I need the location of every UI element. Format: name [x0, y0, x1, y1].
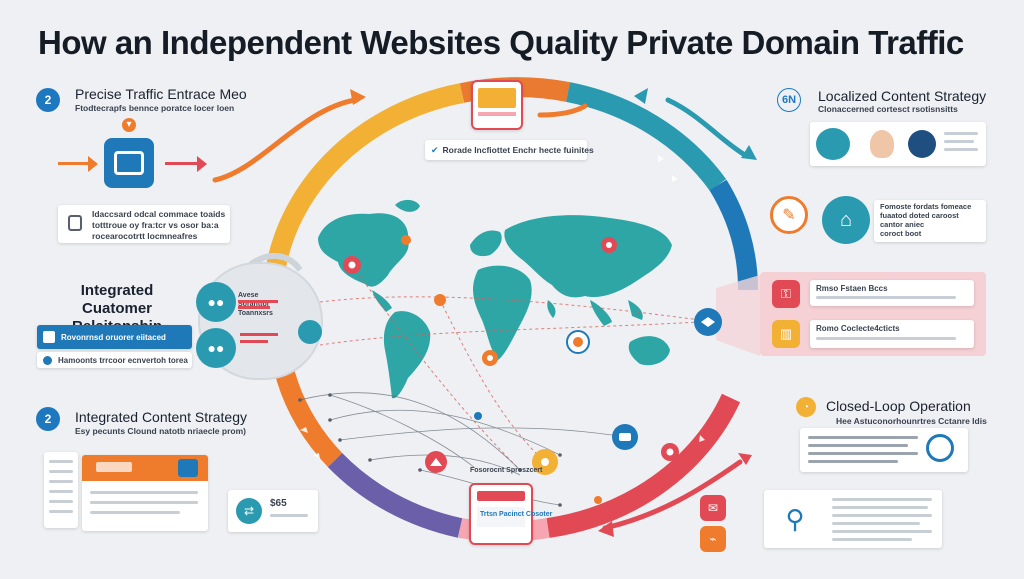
center-bottom-label: Trtsn Pacinct Cosoter	[480, 511, 553, 518]
precise-traffic-sub: Ftodtecrapfs bennce poratce locer loen	[75, 103, 235, 113]
down-arrow-icon: ▾	[122, 118, 136, 132]
magnifier-icon	[926, 434, 954, 462]
localized-label: Localized Content Strategy	[818, 88, 987, 104]
people-icon-bottom: ●●	[196, 328, 236, 368]
people-icon-top: ●●	[196, 282, 236, 322]
center-top-label-card: ✔ Rorade Incfiottet Enchr hecte fuinites	[425, 140, 594, 160]
localized-note-card: Fomoste fordats fomeace fuaatod doted ca…	[874, 200, 986, 242]
page-title: How an Independent Websites Quality Priv…	[38, 24, 964, 61]
world-map	[318, 199, 672, 399]
ring-teal	[566, 82, 727, 191]
loop-badge-icon: ◔	[796, 397, 816, 417]
closed-loop-card	[800, 428, 968, 472]
link-orange-icon: ⌁	[700, 526, 726, 552]
person-icon	[870, 130, 894, 158]
cart-icon: ⇄	[236, 498, 262, 524]
localized-image-card	[810, 122, 986, 166]
precise-note-card: Idaccsard odcal commace toaids totttroue…	[58, 205, 230, 243]
crm-blue-card: Rovonrnsd oruorer eiitaced	[37, 325, 192, 349]
precise-traffic-label: Precise Traffic Entrace Meo	[75, 86, 247, 102]
map-pins	[343, 235, 679, 504]
ring-blue	[709, 179, 759, 291]
step-number-precise: 2	[36, 88, 60, 112]
pink-row-1: Rmso Fstaen Bccs	[810, 280, 974, 306]
ring-red	[546, 393, 741, 538]
ring-orange-2	[273, 363, 343, 467]
share-red-icon: ✉	[700, 495, 726, 521]
edit-circle-icon: ✎	[770, 196, 808, 234]
right-arrow-icon-right	[165, 162, 201, 165]
localized-badge: 6N	[777, 88, 801, 112]
closed-loop-label: Closed-Loop Operation	[826, 398, 971, 414]
traffic-entry-icon	[104, 138, 154, 188]
teal-node-icon	[298, 320, 322, 344]
closed-loop-sub: Hee Astuconorhounrtres Cctanre Idis	[836, 416, 987, 426]
localized-sub: Clonaccerned cortesct rsotisnsitts	[818, 104, 958, 114]
chart-yellow-icon: ▥	[772, 320, 800, 348]
globe-cluster-icon	[816, 128, 850, 160]
network-graph-icon: ⚲	[785, 503, 805, 534]
content-mini-card: ⇄ $65	[228, 490, 318, 532]
content-strategy-label: Integrated Content Strategy	[75, 409, 247, 425]
arrow-head-icon	[88, 156, 98, 172]
center-top-device	[471, 80, 523, 130]
arrow-head-icon	[197, 156, 207, 172]
map-label: Avese Soranttor Toannxsrs	[238, 292, 273, 317]
content-dashboard	[82, 455, 208, 531]
ring-purple	[327, 452, 463, 538]
step-number-content: 2	[36, 407, 60, 431]
lock-icon	[68, 215, 82, 231]
crm-row-card: Hamoonts trrcoor ecnvertoh torea	[37, 352, 192, 368]
analytics-card: ⚲	[764, 490, 942, 548]
content-strategy-sub: Esy pecunts Clound natotb nriaecle prom)	[75, 426, 246, 436]
map-label-2: Fosorocnt Sproszcert	[470, 467, 543, 474]
lock-red-icon: ⚿	[772, 280, 800, 308]
right-arrow-icon-left	[58, 162, 94, 165]
user-lock-icon: ⌂	[822, 196, 870, 244]
pink-row-2: Romo Coclecte4cticts	[810, 320, 974, 348]
media-icon	[908, 130, 936, 158]
center-bottom-device: Trtsn Pacinct Cosoter	[469, 483, 552, 545]
content-sheet	[44, 452, 78, 528]
